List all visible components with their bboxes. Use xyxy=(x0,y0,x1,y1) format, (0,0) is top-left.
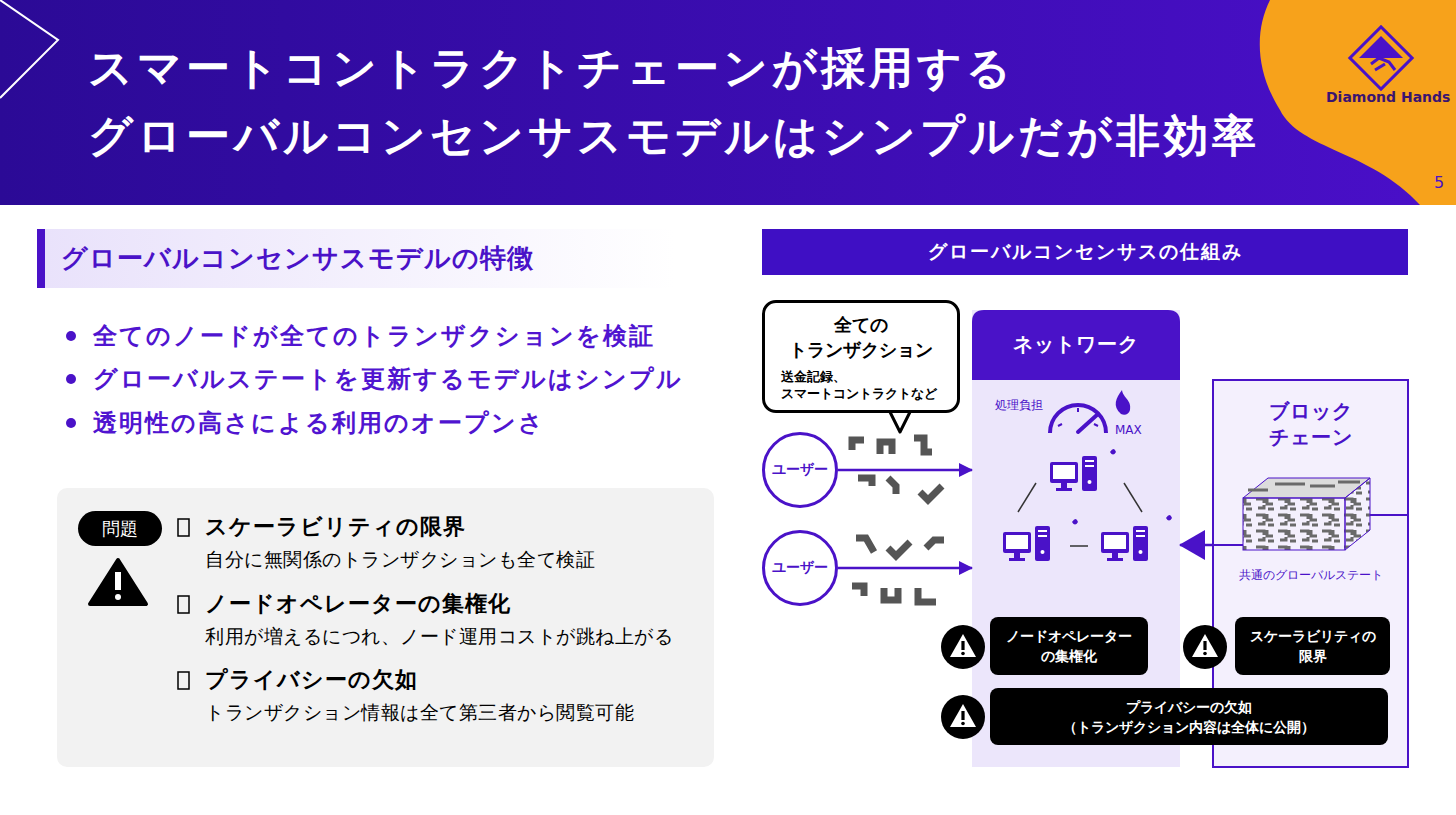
node-text: 処理負担 xyxy=(995,397,1043,414)
transaction-piece xyxy=(888,478,896,494)
node-text: ブロック チェーン xyxy=(1250,398,1371,450)
user-circle: ユーザー xyxy=(762,432,838,508)
node-text: ノードオペレーターの集権化 xyxy=(205,589,511,619)
transaction-piece xyxy=(914,438,932,452)
transaction-piece xyxy=(888,542,910,556)
node-text: ノードオペレーター の集権化 xyxy=(996,626,1142,666)
node-text: ユーザー xyxy=(772,559,828,577)
speech-bubble: 全ての トランザクション送金記録、 スマートコントラクトなど xyxy=(762,300,960,413)
bullet-text: 全てのノードが全てのトランザクションを検証 xyxy=(93,320,655,352)
gauge-label: MAX xyxy=(1115,423,1142,437)
section-bar: グローバルコンセンサスの仕組み xyxy=(762,229,1408,275)
connector-arrow xyxy=(838,469,972,472)
slide-title: スマートコントラクトチェーンが採用する グローバルコンセンサスモデルはシンプルだ… xyxy=(88,34,1258,170)
transaction-piece xyxy=(920,486,942,500)
transaction-piece xyxy=(884,588,898,600)
node-text: ネットワーク xyxy=(972,331,1180,358)
bullet-text: グローバルステートを更新するモデルはシンプル xyxy=(93,363,683,395)
node-text: スケーラビリティの 限界 xyxy=(1241,626,1384,666)
connector-arrow xyxy=(838,567,972,570)
issue-box: プライバシーの欠如（トランザクション内容は全体に公開） xyxy=(990,688,1388,745)
node-text: プライバシーの欠如 xyxy=(205,665,418,695)
problem-pill: 問題 xyxy=(78,511,162,546)
page-number: 5 xyxy=(1434,173,1444,192)
user-circle: ユーザー xyxy=(762,530,838,606)
node-text: 全ての トランザクション xyxy=(775,312,947,362)
transaction-piece xyxy=(852,586,864,596)
node-text: グローバルコンセンサスモデルの特徴 xyxy=(61,241,534,276)
node-text: トランザクション情報は全て第三者から閲覧可能 xyxy=(205,700,634,726)
logo-text: Diamond Hands xyxy=(1326,89,1436,105)
node-text: プライバシーの欠如 xyxy=(1126,697,1252,717)
transaction-piece xyxy=(880,442,892,454)
node-text: （トランザクション内容は全体に公開） xyxy=(1063,717,1315,737)
connector-arrow xyxy=(1180,544,1213,547)
node-text: スケーラビリティの限界 xyxy=(205,512,466,542)
problem-panel: スケーラビリティの限界自分に無関係のトランザクションも全て検証ノードオペレーター… xyxy=(57,488,714,767)
section-heading: グローバルコンセンサスモデルの特徴 xyxy=(37,229,675,288)
transaction-piece xyxy=(852,440,864,450)
node-text: ユーザー xyxy=(772,461,828,479)
bullet-text: 透明性の高さによる利用のオープンさ xyxy=(93,407,545,439)
node-text: グローバルコンセンサスの仕組み xyxy=(928,239,1243,265)
issue-box: ノードオペレーター の集権化 xyxy=(990,617,1148,675)
transaction-piece xyxy=(918,588,936,602)
node-text: 問題 xyxy=(102,517,138,541)
transaction-piece xyxy=(856,538,874,552)
node-text: 利用が増えるにつれ、ノード運用コストが跳ね上がる xyxy=(205,624,673,650)
transaction-piece xyxy=(926,540,944,548)
issue-box: スケーラビリティの 限界 xyxy=(1235,617,1390,675)
transaction-piece xyxy=(858,478,872,486)
node-text: 送金記録、 スマートコントラクトなど xyxy=(775,368,947,402)
node-text: 自分に無関係のトランザクションも全て検証 xyxy=(205,547,595,573)
node-text: 共通のグローバルステート xyxy=(1213,567,1408,584)
